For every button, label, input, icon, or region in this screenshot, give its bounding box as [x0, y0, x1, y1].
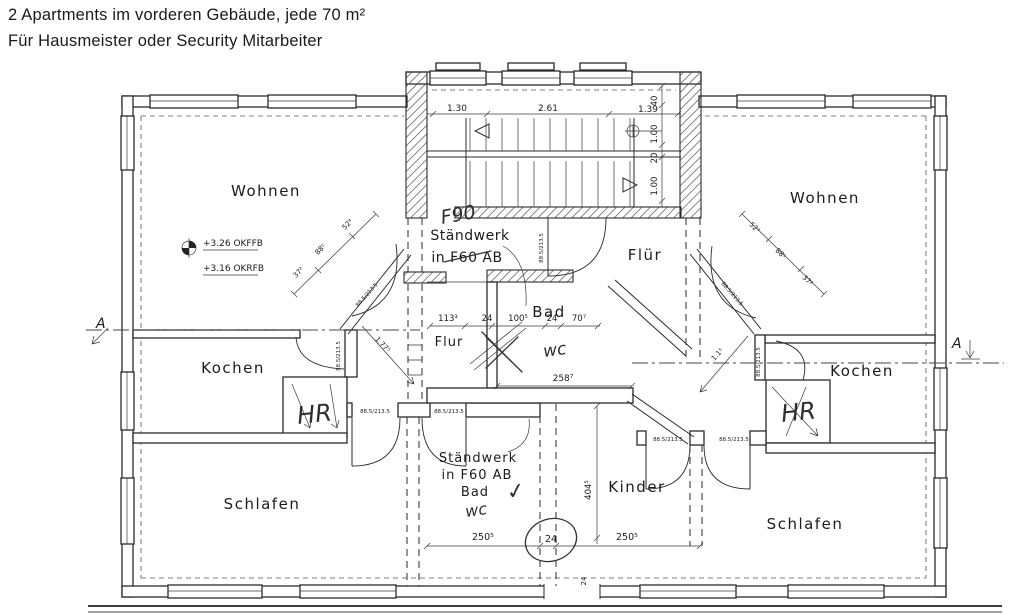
dim-diag-left-0: 37² — [292, 265, 306, 279]
dim-bottom-0: 250⁵ — [472, 532, 494, 543]
partition-diagonals — [339, 248, 762, 445]
dim-stair-side-0: 40 — [650, 96, 660, 107]
doors — [295, 217, 806, 490]
handwritten-checkmark: ✓ — [505, 478, 527, 506]
dim-stair-side-3: 1.00 — [650, 177, 660, 196]
staircase — [427, 82, 682, 207]
dim-bad-width: 258⁷ — [553, 374, 574, 384]
room-label-wohnen-left: Wohnen — [231, 182, 301, 200]
handwritten-circle — [524, 517, 578, 563]
handwritten-wc-upper: wc — [542, 339, 568, 362]
dim-mid-3: 24 — [547, 314, 558, 324]
door-size-label: 88.5/213.5 — [360, 409, 390, 415]
title-line-1: 2 Apartments im vorderen Gebäude, jede 7… — [8, 6, 366, 24]
door-size-label: 88.5/213.5 — [756, 347, 762, 377]
dim-mid-0: 113³ — [438, 314, 458, 324]
room-label-kinder: Kinder — [608, 478, 665, 496]
wall-construction-notes: Ständwerk in F60 AB Ständwerk in F60 AB — [430, 228, 530, 483]
standwerk-note-upper-1: Ständwerk — [430, 228, 510, 244]
room-label-kochen-left: Kochen — [201, 359, 265, 377]
room-labels: Wohnen Wohnen Kochen Kochen Schlafen Sch… — [201, 182, 894, 533]
bottom-boundary-lines — [88, 605, 1002, 613]
dim-diag-right-0: 52⁴ — [747, 221, 761, 235]
dim-mid-4: 70⁷ — [572, 314, 587, 324]
dim-stair-side-1: 1.00 — [650, 125, 660, 144]
level-marker: +3.26 OKFFB +3.16 OKRFB — [181, 238, 264, 276]
room-label-wohnen-right: Wohnen — [790, 189, 860, 207]
handwritten-hr-left: HR — [296, 398, 333, 429]
standwerk-note-upper-2: in F60 AB — [431, 250, 502, 266]
door-size-label: 88.5/213.5 — [719, 437, 749, 443]
room-label-flur-right: Flür — [628, 246, 662, 264]
dim-stair-top-1: 2.61 — [538, 104, 558, 114]
dim-corner-left: 1.77⁵ — [373, 335, 392, 354]
dim-corridor: 24 — [580, 576, 588, 585]
dim-diag-right-2: 37² — [800, 274, 814, 288]
room-label-flur-left: Flur — [435, 335, 464, 350]
title-line-2: Für Hausmeister oder Security Mitarbeite… — [8, 32, 323, 50]
door-size-label: 88.5/213.5 — [336, 341, 342, 371]
fire-walls — [403, 71, 702, 284]
dim-bottom-1: 24 — [545, 534, 557, 545]
windows — [120, 62, 948, 599]
standwerk-note-lower-1: Ständwerk — [439, 451, 517, 466]
dim-diag-left-2: 52⁴ — [341, 217, 355, 231]
dim-diag-right-1: 88⁵ — [773, 247, 787, 261]
dim-diag-left-1: 88⁵ — [314, 242, 328, 256]
door-size-label: 88.5/213.5 — [653, 437, 683, 443]
dim-stair-top-2: 1.39 — [638, 105, 658, 115]
door-size-label: 88.5/213.5 — [355, 282, 380, 309]
handwritten-x-mark — [481, 331, 523, 373]
room-label-bad-lower: Bad — [461, 485, 489, 500]
door-size-label: 88.5/213.5 — [720, 281, 745, 308]
standwerk-note-lower-2: in F60 AB — [442, 468, 513, 483]
closet-symbols — [291, 383, 819, 437]
level-lower-text: +3.16 OKRFB — [203, 264, 264, 274]
door-size-label: 88.5/213.5 — [539, 233, 545, 263]
title-block: 2 Apartments im vorderen Gebäude, jede 7… — [8, 2, 365, 54]
section-marker-left: A — [95, 316, 106, 332]
interior-walls — [132, 218, 936, 586]
dim-stair-top-0: 1.30 — [447, 104, 467, 114]
dim-bottom-2: 250⁵ — [616, 532, 638, 543]
level-upper-text: +3.26 OKFFB — [203, 239, 263, 249]
dim-corner-right: 1.1⁵ — [710, 347, 725, 363]
dim-mid-1: 24 — [482, 314, 493, 324]
handwritten-wc-lower: wc — [464, 499, 489, 521]
room-label-schlafen-right: Schlafen — [767, 515, 844, 533]
handwritten-hr-right: HR — [780, 396, 817, 427]
room-label-kochen-right: Kochen — [830, 362, 894, 380]
dim-mid-2: 100⁵ — [508, 314, 528, 324]
room-label-bad-upper: Bad — [532, 303, 566, 321]
section-marker-right: A — [951, 336, 962, 352]
dim-room-depth: 404⁵ — [584, 480, 594, 500]
handwritten-f90: F90 — [439, 201, 477, 229]
room-label-schlafen-left: Schlafen — [224, 495, 301, 513]
dim-stair-side-2: 20 — [650, 153, 660, 164]
door-size-label: 88.5/213.5 — [434, 409, 464, 415]
section-markers: A A — [86, 316, 1004, 364]
